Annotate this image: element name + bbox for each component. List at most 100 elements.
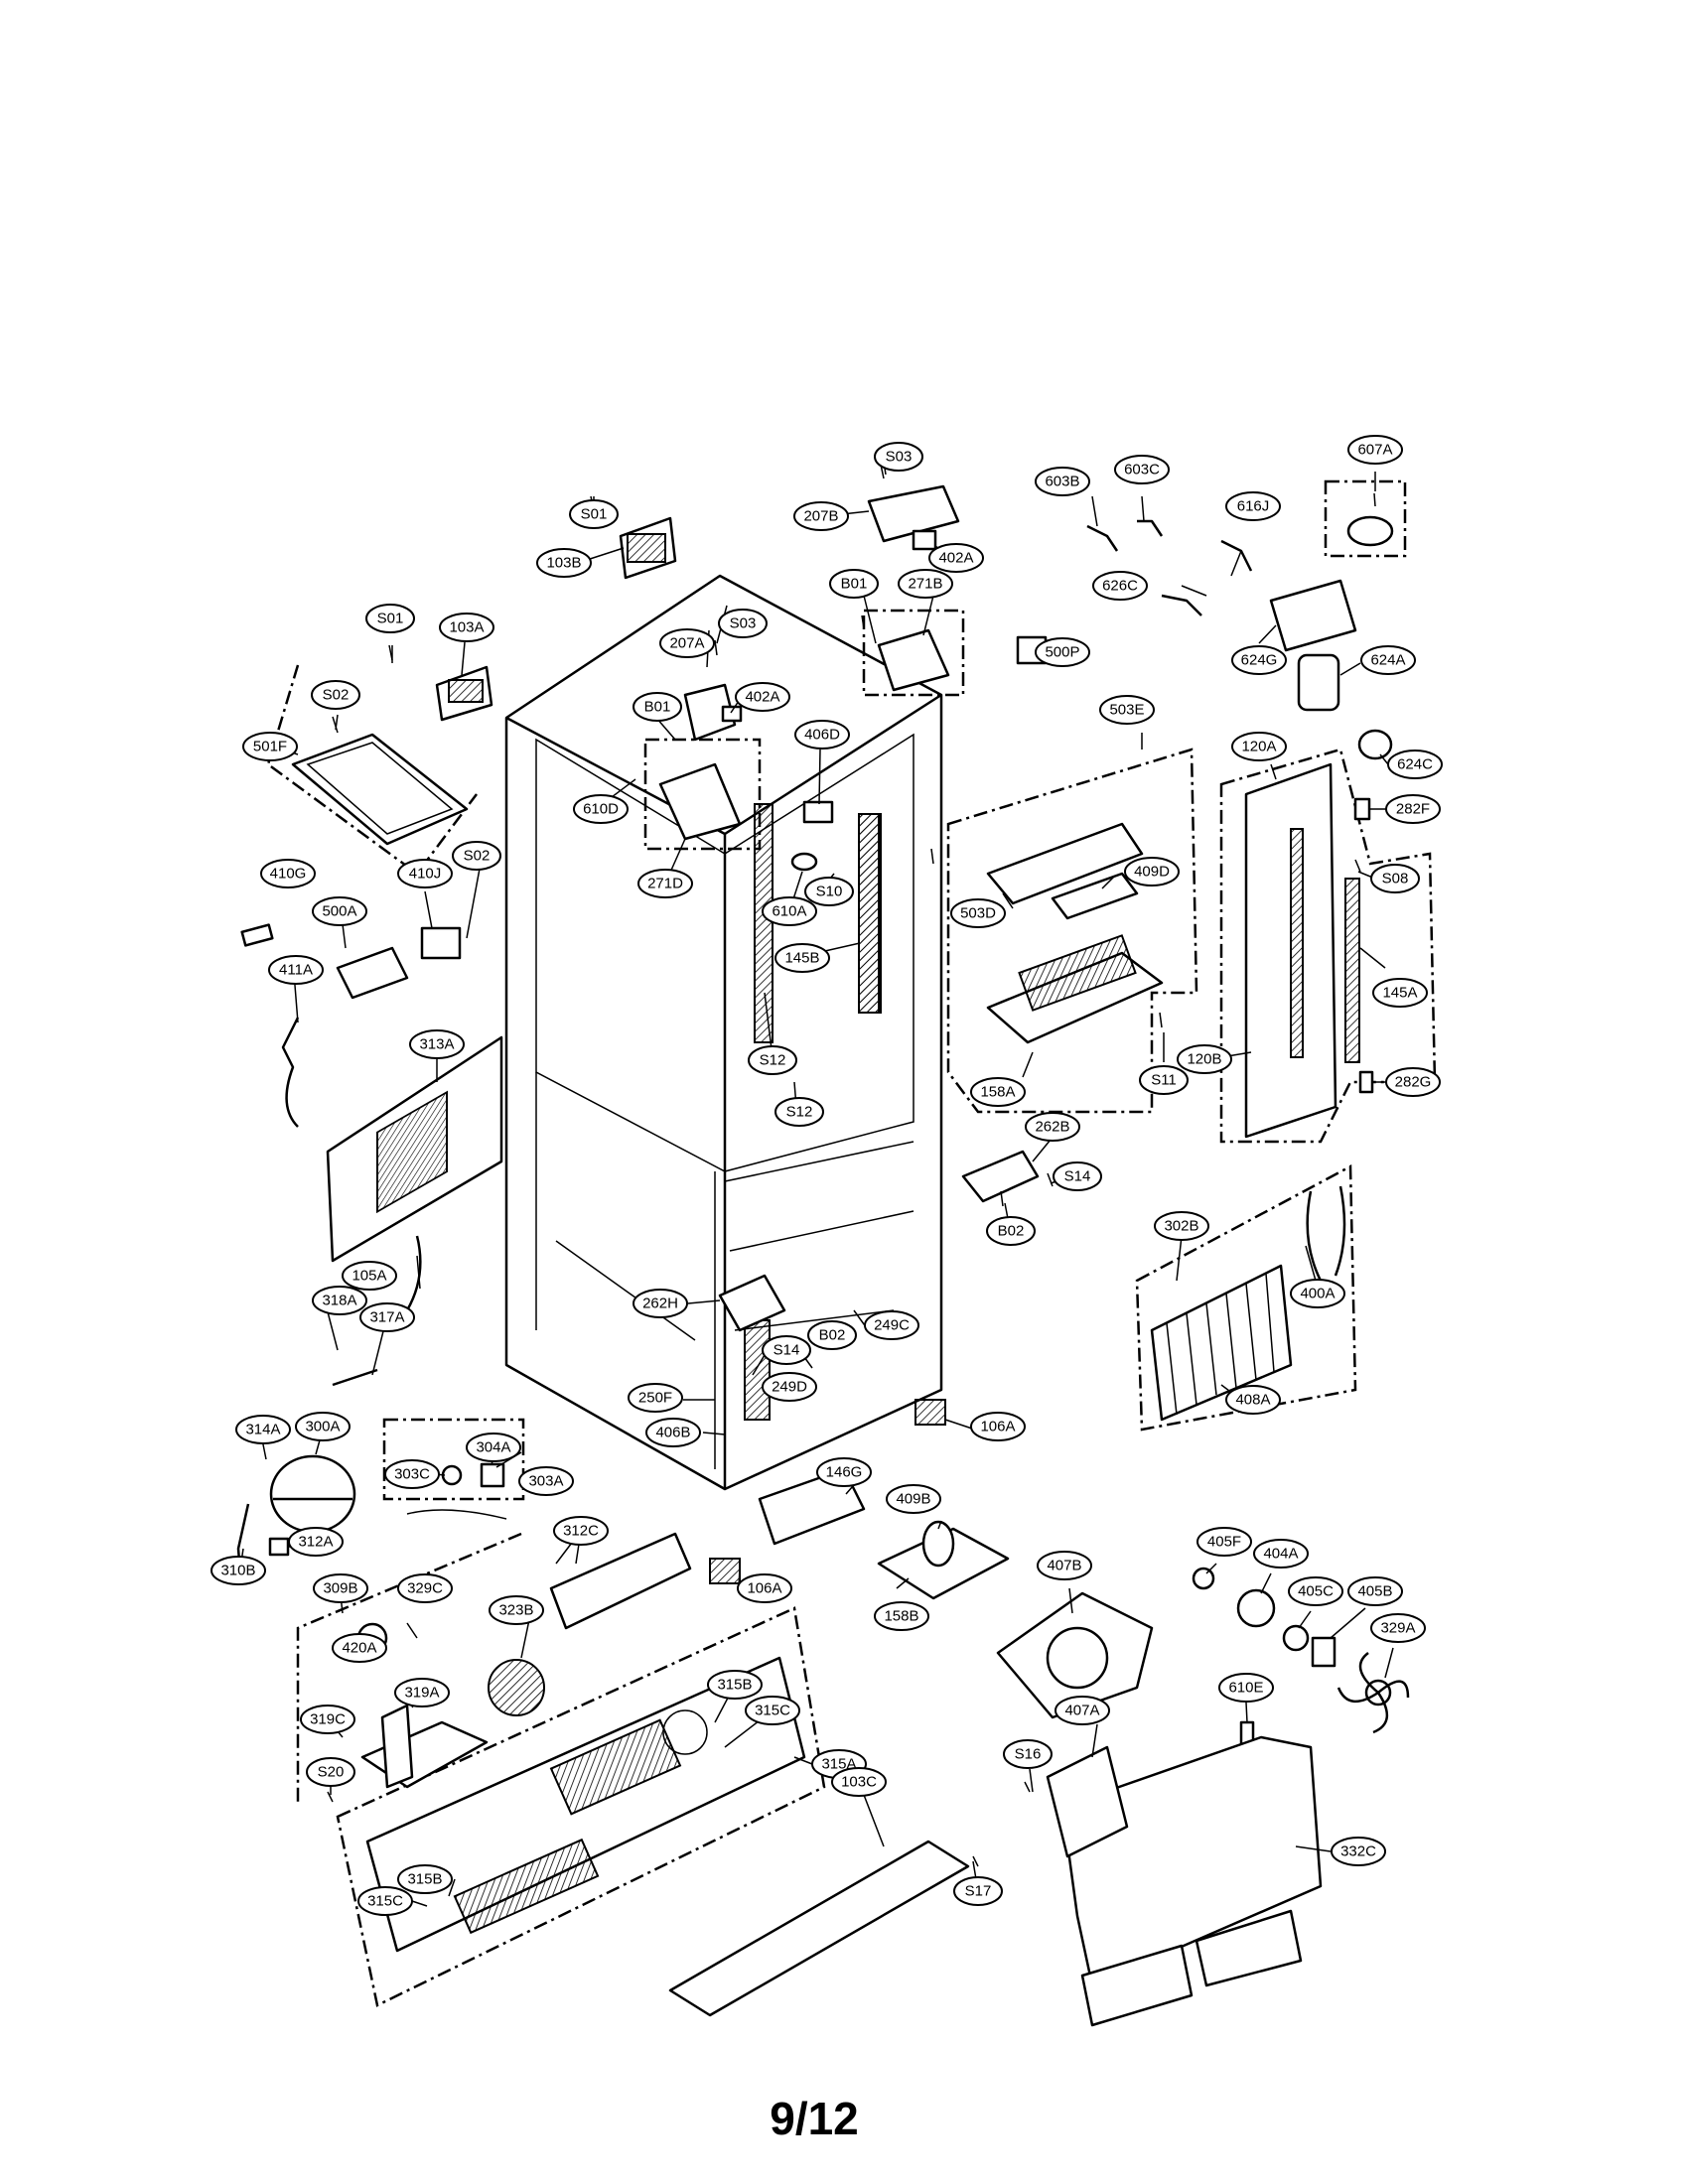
svg-text:120B: 120B <box>1187 1051 1221 1068</box>
callout-407b: 407B <box>1037 1551 1092 1580</box>
callout-s12-a: S12 <box>748 1045 797 1075</box>
svg-text:302B: 302B <box>1164 1218 1198 1235</box>
part-302b <box>1150 1264 1293 1422</box>
part-500a <box>336 946 409 1000</box>
svg-text:616J: 616J <box>1237 498 1270 515</box>
part-304a <box>480 1462 505 1488</box>
callout-106a-left: 106A <box>737 1573 792 1603</box>
svg-text:319A: 319A <box>404 1685 439 1702</box>
svg-text:610A: 610A <box>772 903 806 920</box>
svg-text:103A: 103A <box>449 619 484 636</box>
part-409b <box>921 1520 955 1568</box>
part-146g <box>758 1467 866 1546</box>
svg-text:S01: S01 <box>377 611 404 627</box>
part-145a <box>1344 878 1360 1063</box>
callout-603b: 603B <box>1035 467 1090 496</box>
svg-text:332C: 332C <box>1340 1843 1376 1860</box>
callout-315c-a: 315C <box>745 1696 800 1725</box>
callout-410g: 410G <box>260 859 316 888</box>
callout-323b: 323B <box>489 1595 544 1625</box>
svg-text:323B: 323B <box>498 1602 533 1619</box>
callout-282f: 282F <box>1385 794 1441 824</box>
svg-text:329A: 329A <box>1380 1620 1415 1637</box>
callout-s03-b: S03 <box>718 609 768 638</box>
callout-271b: 271B <box>898 569 953 599</box>
svg-text:120A: 120A <box>1241 739 1276 755</box>
svg-text:249D: 249D <box>772 1379 807 1396</box>
svg-text:S03: S03 <box>886 449 913 466</box>
callout-302b: 302B <box>1154 1211 1209 1241</box>
callout-250f: 250F <box>628 1383 683 1413</box>
svg-text:626C: 626C <box>1102 578 1138 595</box>
group-box-315a <box>336 1606 826 2007</box>
svg-text:603C: 603C <box>1124 462 1160 478</box>
svg-text:105A: 105A <box>352 1268 386 1285</box>
part-282g <box>1358 1070 1374 1094</box>
callout-603c: 603C <box>1114 455 1170 484</box>
part-402a-top <box>912 529 937 551</box>
part-616j <box>1220 539 1253 572</box>
part-145b <box>858 813 880 1014</box>
svg-text:262H: 262H <box>642 1296 678 1312</box>
callout-410j: 410J <box>397 859 453 888</box>
part-312a <box>268 1537 290 1557</box>
svg-text:S12: S12 <box>760 1052 786 1069</box>
svg-text:145B: 145B <box>784 950 819 967</box>
callout-s02-a: S02 <box>311 680 360 710</box>
part-626c <box>1161 594 1202 616</box>
callout-624c: 624C <box>1387 750 1443 779</box>
svg-text:405C: 405C <box>1298 1583 1334 1600</box>
svg-text:500A: 500A <box>322 903 356 920</box>
callout-318a: 318A <box>312 1286 367 1315</box>
callout-b02-a: B02 <box>986 1216 1036 1246</box>
svg-text:S17: S17 <box>965 1883 992 1900</box>
callout-106a-right: 106A <box>970 1412 1026 1441</box>
svg-text:318A: 318A <box>322 1293 356 1309</box>
svg-text:B01: B01 <box>841 576 868 593</box>
svg-text:410G: 410G <box>270 866 307 883</box>
svg-text:304A: 304A <box>476 1439 510 1456</box>
callout-319a: 319A <box>394 1678 450 1707</box>
svg-text:106A: 106A <box>980 1419 1015 1435</box>
svg-text:303A: 303A <box>528 1473 563 1490</box>
part-207a <box>683 683 737 742</box>
svg-text:411A: 411A <box>279 962 313 979</box>
svg-text:406D: 406D <box>804 727 840 744</box>
svg-text:207B: 207B <box>803 508 838 525</box>
callout-309b: 309B <box>313 1573 368 1603</box>
group-box-420a <box>296 1532 522 1802</box>
part-319c <box>380 1704 414 1789</box>
svg-text:420A: 420A <box>342 1640 376 1657</box>
callout-329a: 329A <box>1370 1613 1426 1643</box>
svg-text:406B: 406B <box>655 1425 690 1441</box>
svg-text:B02: B02 <box>998 1223 1025 1240</box>
svg-text:S16: S16 <box>1015 1746 1042 1763</box>
callout-s20: S20 <box>306 1757 355 1787</box>
part-410g <box>240 923 274 947</box>
callout-329c: 329C <box>397 1573 453 1603</box>
callout-103c: 103C <box>831 1767 887 1797</box>
callout-500a: 500A <box>312 896 367 926</box>
callout-304a: 304A <box>466 1433 521 1462</box>
svg-text:B02: B02 <box>819 1327 846 1344</box>
callout-249d: 249D <box>762 1372 817 1402</box>
svg-text:405B: 405B <box>1357 1583 1392 1600</box>
callout-249c: 249C <box>864 1310 919 1340</box>
callout-313a: 313A <box>409 1029 465 1059</box>
callout-411a: 411A <box>268 955 324 985</box>
group-box-501f <box>266 664 478 876</box>
part-409d <box>1051 872 1139 920</box>
part-610a <box>790 852 818 872</box>
part-624c <box>1357 729 1393 760</box>
part-319a <box>360 1720 489 1789</box>
part-607a <box>1346 515 1394 547</box>
svg-text:407A: 407A <box>1064 1703 1099 1719</box>
svg-text:271D: 271D <box>647 876 683 892</box>
svg-text:404A: 404A <box>1263 1546 1298 1563</box>
svg-text:S10: S10 <box>816 884 843 900</box>
callout-146g: 146G <box>816 1457 872 1487</box>
svg-text:282F: 282F <box>1396 801 1430 818</box>
part-282f <box>1353 797 1371 821</box>
callout-103a: 103A <box>439 613 494 642</box>
svg-text:250F: 250F <box>638 1390 672 1407</box>
